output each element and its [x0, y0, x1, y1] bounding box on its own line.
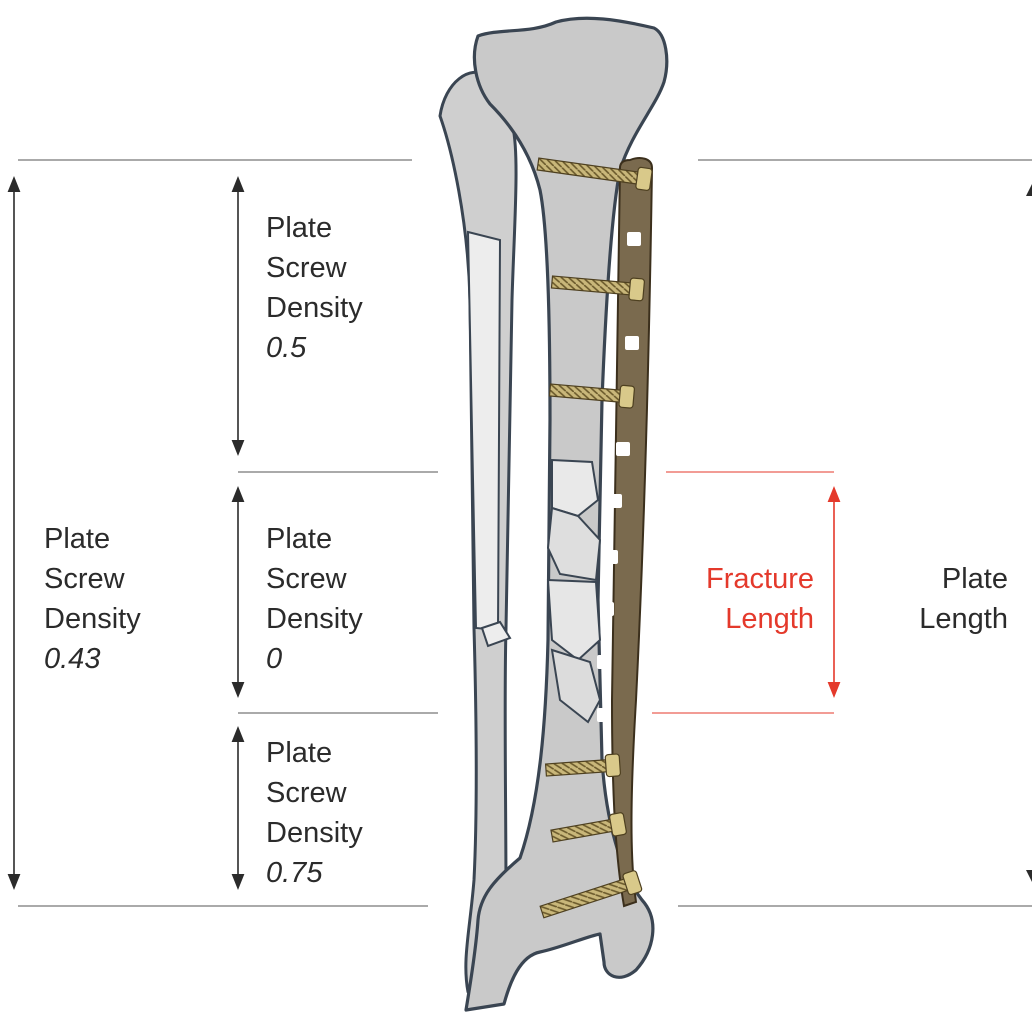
- fibula: [440, 72, 516, 992]
- label-line: Length: [896, 599, 1008, 639]
- label-line: Screw: [266, 559, 363, 599]
- label-line: Density: [266, 813, 363, 853]
- label-line: Plate: [266, 208, 363, 248]
- plate-length-arrow: [1026, 184, 1032, 882]
- label-line: Plate: [896, 559, 1008, 599]
- overall-density-value: 0.43: [44, 639, 141, 679]
- middle-segment-density-value: 0: [266, 639, 363, 679]
- top-segment-density-value: 0.5: [266, 328, 363, 368]
- label-line: Plate: [266, 519, 363, 559]
- bottom-segment-label: Plate Screw Density 0.75: [266, 733, 363, 893]
- label-line: Plate: [44, 519, 141, 559]
- label-line: Density: [266, 599, 363, 639]
- label-line: Density: [44, 599, 141, 639]
- label-line: Screw: [44, 559, 141, 599]
- bottom-segment-density-value: 0.75: [266, 853, 363, 893]
- overall-density-label: Plate Screw Density 0.43: [44, 519, 141, 679]
- top-segment-label: Plate Screw Density 0.5: [266, 208, 363, 368]
- label-line: Screw: [266, 248, 363, 288]
- label-line: Screw: [266, 773, 363, 813]
- label-line: Density: [266, 288, 363, 328]
- middle-segment-label: Plate Screw Density 0: [266, 519, 363, 679]
- label-line: Fracture: [676, 559, 814, 599]
- label-line: Length: [676, 599, 814, 639]
- fracture-length-label: Fracture Length: [676, 559, 814, 639]
- plate-length-label: Plate Length: [896, 559, 1008, 639]
- guide-lines: [18, 160, 1032, 906]
- label-line: Plate: [266, 733, 363, 773]
